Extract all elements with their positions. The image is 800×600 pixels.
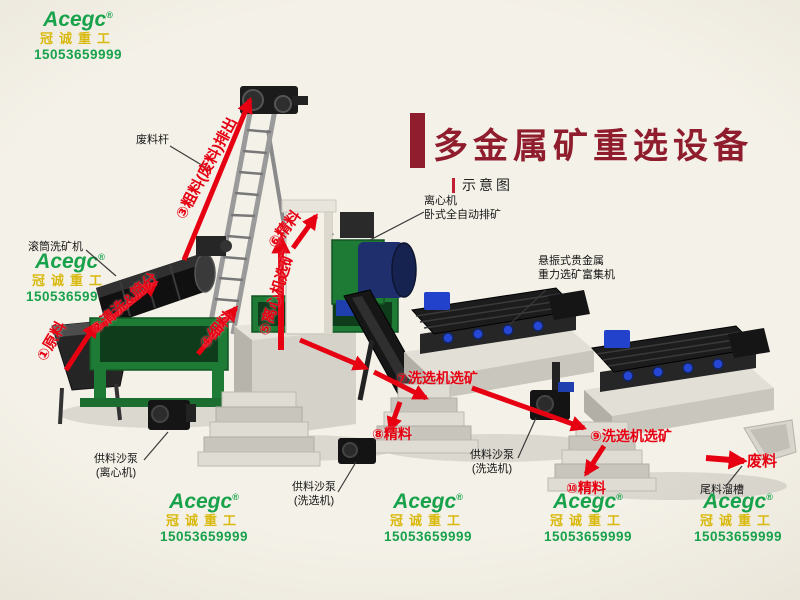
brand-company: 冠诚重工 bbox=[699, 513, 776, 528]
brand-watermark: Acegc® 冠诚重工 15053659999 bbox=[680, 486, 796, 544]
flow-label-waste: 废料 bbox=[747, 453, 778, 470]
flow-label-step7: ⑦洗选机选矿 bbox=[396, 370, 478, 386]
brand-name: Acegc® bbox=[43, 8, 113, 31]
brand-phone: 15053659999 bbox=[383, 529, 473, 544]
brand-name: Acegc® bbox=[393, 490, 463, 513]
equipment-label-waste-rod: 废料杆 bbox=[136, 134, 169, 146]
equipment-label-shaker-line2: 重力选矿富集机 bbox=[538, 269, 615, 281]
equipment-label-pump-washer1: 供料沙泵 (洗选机) bbox=[284, 480, 344, 508]
label-leader-lines bbox=[85, 145, 743, 493]
pump-washer1-line2: (洗选机) bbox=[293, 495, 335, 507]
equipment-label-pump-washer2: 供料沙泵 (洗选机) bbox=[462, 448, 522, 476]
brand-watermark: Acegc® 冠诚重工 15053659999 bbox=[146, 486, 262, 544]
brand-company: 冠诚重工 bbox=[165, 513, 242, 528]
brand-company: 冠诚重工 bbox=[31, 273, 108, 288]
brand-company: 冠诚重工 bbox=[39, 31, 116, 46]
equipment-label-centrifuge-line2: 卧式全自动排矿 bbox=[424, 209, 501, 221]
flow-arrows bbox=[63, 97, 748, 477]
brand-name: Acegc® bbox=[169, 490, 239, 513]
brand-watermark: Acegc® 冠诚重工 15053659999 bbox=[12, 246, 128, 304]
brand-phone: 15053659999 bbox=[33, 47, 123, 62]
brand-phone: 15053659999 bbox=[543, 529, 633, 544]
page-title: 多金属矿重选设备 bbox=[433, 127, 754, 166]
brand-phone: 15053659999 bbox=[159, 529, 249, 544]
equipment-label-centrifuge: 离心机 卧式全自动排矿 bbox=[424, 194, 501, 222]
subtitle-text: 示意图 bbox=[462, 177, 513, 193]
brand-watermark: Acegc® 冠诚重工 15053659999 bbox=[20, 4, 136, 62]
brand-phone: 15053659999 bbox=[25, 289, 115, 304]
subtitle: 示意图 bbox=[452, 175, 513, 195]
brand-name: Acegc® bbox=[35, 250, 105, 273]
pump-washer2-line2: (洗选机) bbox=[471, 463, 513, 475]
equipment-label-pump-centrifuge: 供料沙泵 (离心机) bbox=[86, 452, 146, 480]
shaker-2-platform bbox=[547, 364, 774, 492]
tailings-chute-illustration bbox=[743, 419, 797, 463]
feed-pump-washer1-illustration bbox=[338, 438, 376, 464]
brand-watermark: Acegc® 冠诚重工 15053659999 bbox=[370, 486, 486, 544]
equipment-label-tailings-chute: 尾料溜槽 bbox=[700, 484, 744, 496]
flow-label-step9: ⑨洗选机选矿 bbox=[590, 428, 672, 444]
title-accent-bar bbox=[410, 113, 425, 168]
feed-pump-centrifuge-illustration bbox=[148, 400, 196, 430]
equipment-label-shaker-line1: 悬振式贵金属 bbox=[538, 255, 604, 267]
shaker-table-2-illustration bbox=[590, 325, 770, 392]
flow-label-step8: ⑧精料 bbox=[372, 426, 412, 442]
equipment-label-shaker: 悬振式贵金属 重力选矿富集机 bbox=[538, 254, 615, 282]
brand-name: Acegc® bbox=[703, 490, 773, 513]
pump-centrifuge-line1: 供料沙泵 bbox=[94, 453, 138, 465]
flow-label-step10: ⑩精料 bbox=[566, 480, 606, 496]
pump-centrifuge-line2: (离心机) bbox=[95, 467, 137, 479]
brand-watermark: Acegc® 冠诚重工 15053659999 bbox=[530, 486, 646, 544]
brand-name: Acegc® bbox=[553, 490, 623, 513]
equipment-label-drum-washer: 滚筒洗矿机 bbox=[28, 241, 83, 253]
pump-washer2-line1: 供料沙泵 bbox=[470, 449, 514, 461]
subtitle-accent-bar bbox=[452, 177, 455, 193]
centrifuge-pedestal bbox=[197, 316, 356, 467]
brand-company: 冠诚重工 bbox=[549, 513, 626, 528]
brand-company: 冠诚重工 bbox=[389, 513, 466, 528]
pump-washer1-line1: 供料沙泵 bbox=[292, 481, 336, 493]
brand-phone: 15053659999 bbox=[693, 529, 783, 544]
equipment-label-centrifuge-line1: 离心机 bbox=[424, 195, 457, 207]
